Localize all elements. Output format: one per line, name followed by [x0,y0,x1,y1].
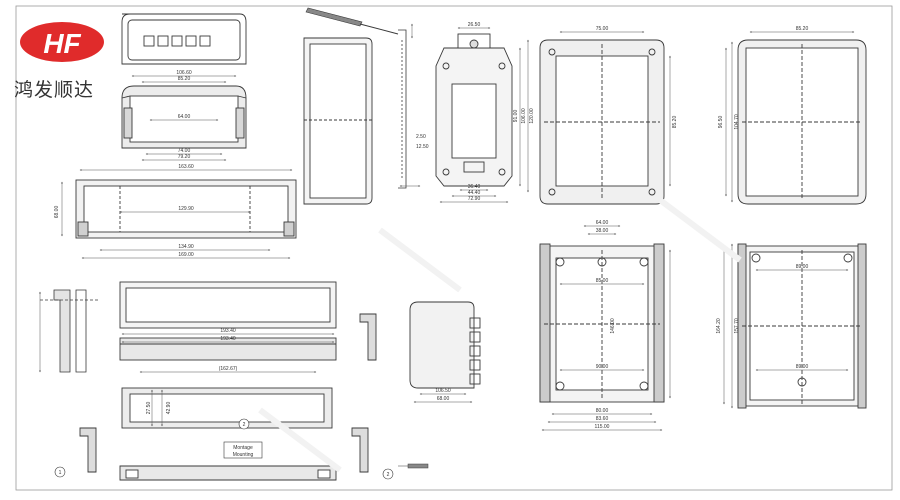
dim-169: 169.00 [178,252,194,258]
dim-r89: 89.00 [796,264,809,270]
cover-plate-view [121,387,333,429]
dim-r89b: 89.00 [796,364,809,370]
dim-r164: 164.20 [716,318,722,334]
dim-96: 96.50 [718,116,724,129]
end-clip-left [79,427,97,473]
dim-42-9: 42.90 [166,402,172,415]
dim-120: 120.00 [529,108,535,124]
base-long-view [119,465,337,481]
front-lid-view [539,39,665,205]
lid-top-long-view [119,281,337,329]
dim-2-50: 2.50 [416,134,426,140]
dim-c83: 83.60 [596,416,609,422]
brand-name: 鸿发顺达 [14,79,95,101]
dim-c64: 64.00 [596,220,609,226]
base-interior-view [539,243,665,403]
dim-104: 104.70 [734,114,740,130]
dim-68: 68.00 [54,206,60,219]
dim-26-50: 26.50 [468,22,481,28]
dim-mid-68: 68.00 [437,396,450,402]
dim-f85: 85.20 [672,116,678,129]
clip-detail-view [40,289,100,373]
dim-36-40: 36.40 [468,184,481,190]
dim-r157: 157.70 [734,318,740,334]
dim-74: 74.00 [178,148,191,154]
dim-top-widths [131,75,237,83]
callout-1: 1 [54,466,66,478]
mounting-label-en: Mounting [233,452,254,458]
dim-129: 129.90 [178,206,194,212]
callout-1-text: 1 [59,470,62,476]
dim-193: 193.40 [220,328,236,334]
dim-r85: 85.20 [796,26,809,32]
mounting-label: Montage Mounting [223,441,263,459]
dim-c80: 80.00 [596,408,609,414]
callout-2-text: 2 [243,422,246,428]
dim-75: 75.00 [596,26,609,32]
dim-c146: 146.00 [610,318,616,334]
button-row [143,35,211,47]
dim-106-00: 106.00 [521,108,527,124]
wall-bracket-view [435,33,513,187]
top-front-view [121,13,247,65]
screwdriver-drawing [305,7,399,35]
callout-2b: 2 [382,468,394,480]
dim-91: 91.00 [513,110,519,123]
front-lid-view-2 [737,39,867,205]
keypad-side-view [409,301,481,389]
dim-c115: 115.00 [595,424,610,430]
base-outer-view [737,243,867,409]
dim-27-5: 27.50 [146,402,152,415]
dim-c90: 90.00 [596,364,609,370]
dim-163: 163.60 [178,164,194,170]
callout-2b-text: 2 [387,472,390,478]
screwdriver-small [398,463,429,469]
side-profile-view [303,37,373,205]
dim-64: 64.00 [178,114,191,120]
dim-79: 79.20 [178,154,191,160]
dim-12-50: 12.50 [416,144,429,150]
sheet-border [15,5,893,491]
dim-72-90: 72.90 [468,196,481,202]
long-section-view [75,179,297,239]
callout-2: 2 [238,418,250,430]
top-section-view [121,85,247,149]
dim-c38: 38.00 [596,228,609,234]
logo-text: HF [43,28,81,59]
dim-85: 85.20 [178,76,191,82]
dim-106: 106.60 [176,70,192,76]
mounting-label-de: Montage [233,445,253,451]
end-clip-right [351,313,377,473]
dim-193b: 193.40 [220,336,236,342]
brand-logo: HF [20,22,104,62]
dim-44-40: 44.40 [468,190,481,196]
dim-mid-106: 106.50 [435,388,451,394]
lid-side-long-view [119,337,337,361]
dim-c85: 85.00 [596,278,609,284]
watermark-pattern [258,197,742,473]
dim-162: (162.67) [219,366,238,372]
clip-profile [398,29,407,189]
dim-134: 134.90 [178,244,194,250]
